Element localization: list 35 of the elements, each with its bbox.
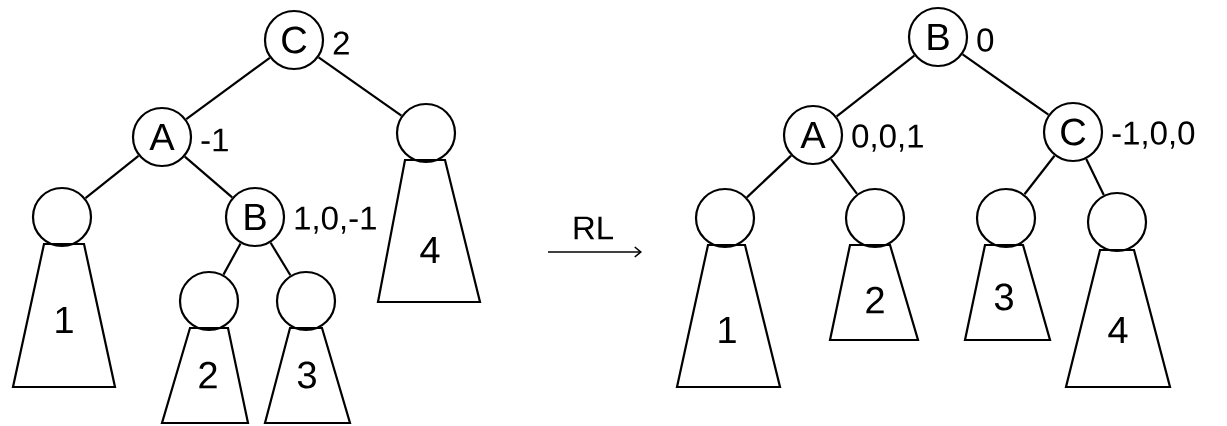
subtree-triangle: 2 (828, 243, 920, 342)
empty-node-circle (275, 270, 337, 332)
empty-node-circle (31, 186, 93, 248)
empty-node-circle (844, 187, 906, 249)
tree-edge (184, 155, 233, 199)
tree-edge (222, 242, 242, 276)
empty-node-circle (178, 270, 240, 332)
empty-node-circle (1086, 191, 1148, 253)
subtree-triangle: 4 (1064, 248, 1172, 389)
transformation-label: RL (574, 216, 613, 240)
empty-node-circle (975, 187, 1037, 249)
tree-edge (1023, 155, 1056, 195)
empty-node-circle (395, 102, 457, 164)
tree-edge (836, 54, 915, 118)
subtree-triangle: 4 (376, 158, 482, 304)
balance-factor: 0 (977, 28, 994, 52)
subtree-triangle: 2 (160, 326, 250, 425)
balance-factor: -1 (201, 128, 228, 152)
tree-edge (830, 158, 858, 195)
balance-factor: 2 (333, 31, 349, 55)
tree-edge (185, 56, 271, 121)
tree-edge (1085, 158, 1105, 196)
subtree-triangle: 3 (963, 243, 1052, 342)
empty-node-circle (694, 187, 756, 249)
balance-factor: 1,0,-1 (295, 206, 376, 234)
balance-factor: 0,0,1 (852, 124, 923, 152)
subtree-triangle: 3 (263, 326, 352, 425)
tree-edge (746, 154, 792, 199)
tree-edge (84, 154, 140, 200)
tree-edge (962, 53, 1050, 116)
subtree-triangle: 1 (11, 242, 117, 389)
tree-edge (269, 242, 292, 276)
balance-factor: -1,0,0 (1112, 121, 1195, 149)
subtree-triangle: 1 (675, 243, 782, 389)
tree-edge (317, 56, 403, 117)
